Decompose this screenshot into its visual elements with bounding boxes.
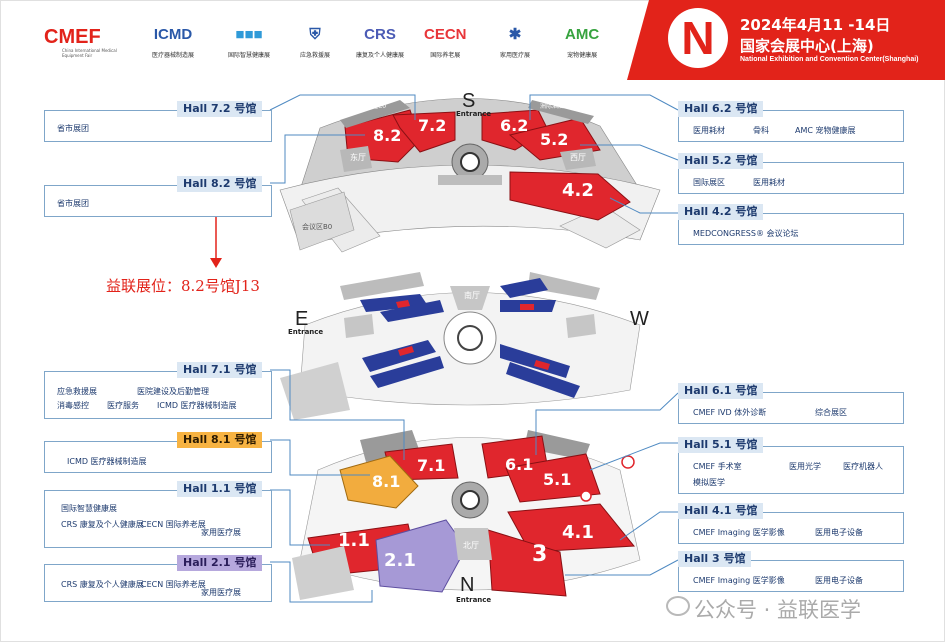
map-label-5-2: 5.2 <box>540 130 569 149</box>
header: CMEF China International Medical Equipme… <box>0 0 945 80</box>
shield-icon: ⛨ <box>309 26 321 43</box>
hall-7-1-box[interactable]: 应急救援展 医院建设及后勤管理 消毒感控 医疗服务 ICMD 医疗器械制造展 <box>44 371 272 419</box>
booth-note: 益联展位：8.2号馆J13 <box>106 277 260 295</box>
n-badge: N <box>668 8 728 68</box>
brand-home-medical: ✱ 家用医疗展 <box>500 26 531 59</box>
hall-3-tag[interactable]: Hall 3 号馆 <box>678 551 752 567</box>
hall-6-1-tag[interactable]: Hall 6.1 号馆 <box>678 383 764 399</box>
event-venue: 国家会展中心(上海) <box>740 37 874 55</box>
brand-icmd: ICMD 医疗器械制造展 <box>152 26 195 59</box>
map-label-8-1: 8.1 <box>372 472 401 491</box>
event-venue-en: National Exhibition and Convention Cente… <box>740 56 919 63</box>
connector-lines <box>269 94 679 603</box>
compass-south: S <box>462 90 476 112</box>
hall-5-2-shape <box>508 117 601 161</box>
event-date: 2024年4月11 -14日 <box>740 16 891 34</box>
building-c0: 会议区C0 <box>360 103 387 110</box>
upper-level <box>279 98 661 253</box>
hall-1-1-tag[interactable]: Hall 1.1 号馆 <box>177 481 263 497</box>
compass-east: E <box>295 308 309 330</box>
entrance-north: Entrance <box>456 596 492 604</box>
hall-1-1-box[interactable]: 国际智慧健康展 CRS 康复及个人健康展 CECN 国际养老展 家用医疗展 <box>44 490 272 548</box>
map-label-2-1: 2.1 <box>384 550 416 571</box>
hall-5-1-box[interactable]: CMEF 手术室 医用光学 医疗机器人 模拟医学 <box>678 446 904 494</box>
lower-level <box>292 430 641 600</box>
hall-5-2-tag[interactable]: Hall 5.2 号馆 <box>678 153 764 169</box>
brand-crs: CRS 康复及个人健康展 <box>356 26 405 59</box>
map-label-1-1: 1.1 <box>338 530 370 551</box>
map-label-7-2: 7.2 <box>418 116 447 135</box>
map-label-6-2: 6.2 <box>500 116 529 135</box>
building-east: 东厅 <box>350 153 366 162</box>
hall-2-1-shape <box>375 519 467 593</box>
hall-4-1-shape <box>507 503 636 553</box>
map-label-4-2: 4.2 <box>562 180 594 201</box>
brand-smart-health: ■■■ 国际智慧健康展 <box>228 26 271 59</box>
building-b0: 会议区B0 <box>302 223 333 231</box>
map-label-8-2: 8.2 <box>373 126 402 145</box>
building-hotel: 洲际酒店 <box>540 103 565 110</box>
map-label-3: 3 <box>532 542 548 567</box>
hall-4-2-shape <box>509 171 631 221</box>
hall-2-1-tag[interactable]: Hall 2.1 号馆 <box>177 555 263 571</box>
hall-7-2-shape <box>392 111 456 153</box>
entrance-east: Entrance <box>288 328 324 336</box>
building-west: 西厅 <box>570 153 586 162</box>
hall-8-2-box[interactable]: 省市展团 <box>44 185 272 217</box>
hall-5-1-shape <box>505 453 601 503</box>
cmef-logo: CMEF <box>44 26 101 48</box>
hall-4-1-tag[interactable]: Hall 4.1 号馆 <box>678 503 764 519</box>
hall-5-2-box[interactable]: 国际展区 医用耗材 <box>678 162 904 194</box>
building-north: 北厅 <box>463 541 479 550</box>
hall-5-1-tag[interactable]: Hall 5.1 号馆 <box>678 437 764 453</box>
map-label-5-1: 5.1 <box>543 470 572 489</box>
brand-emergency: ⛨ 应急救援展 <box>300 26 331 59</box>
hall-7-1-tag[interactable]: Hall 7.1 号馆 <box>177 362 263 378</box>
hall-4-2-tag[interactable]: Hall 4.2 号馆 <box>678 204 764 220</box>
map-label-6-1: 6.1 <box>505 455 534 474</box>
hall-8-2-tag[interactable]: Hall 8.2 号馆 <box>177 176 263 192</box>
middle-level <box>280 272 641 420</box>
runner-icon: ✱ <box>508 26 522 43</box>
compass-west: W <box>630 308 649 330</box>
hall-6-2-tag[interactable]: Hall 6.2 号馆 <box>678 101 764 117</box>
hall-7-2-tag[interactable]: Hall 7.2 号馆 <box>177 101 263 117</box>
entrance-south: Entrance <box>456 110 492 118</box>
compass-north: N <box>460 574 475 596</box>
hall-8-1-tag[interactable]: Hall 8.1 号馆 <box>177 432 263 448</box>
brand-amc: AMC 宠物健康展 <box>565 26 600 59</box>
map-label-7-1: 7.1 <box>417 456 446 475</box>
map-label-4-1: 4.1 <box>562 522 594 543</box>
wechat-icon <box>666 596 690 616</box>
hall-8-1-shape <box>339 455 419 509</box>
building-south: 南厅 <box>464 291 480 300</box>
hall-3-shape <box>487 529 567 597</box>
brand-cecn: CECN 国际养老展 <box>424 26 467 59</box>
cmef-logo-subtitle: China International Medical Equipment Fa… <box>62 48 117 58</box>
watermark: 公众号 · 益联医学 <box>694 598 862 622</box>
